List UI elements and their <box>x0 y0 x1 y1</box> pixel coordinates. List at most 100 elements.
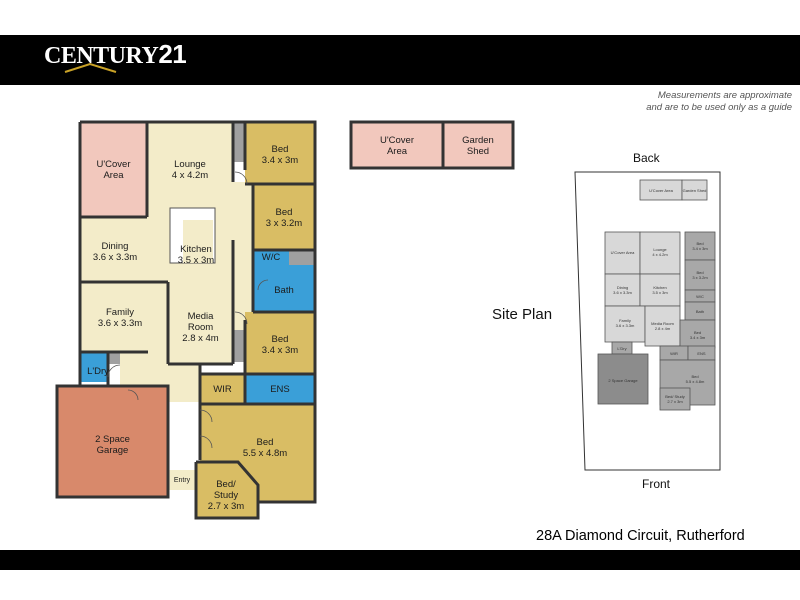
mini-media: Media Room 2.8 x 4m <box>645 318 680 334</box>
room-name: Study <box>213 489 239 501</box>
mini-bed1: Bed 3.4 x 3m <box>685 239 715 253</box>
room-name: U'Cover <box>96 159 131 170</box>
site-plan-back: Back <box>633 151 660 165</box>
kitchen-label: Kitchen 3.5 x 3m <box>165 235 227 275</box>
walls <box>55 120 317 520</box>
shed-label: Garden Shed <box>443 128 513 164</box>
mini-dims: 2.8 x 4m <box>654 326 671 331</box>
room-name: Bed <box>271 334 289 345</box>
room-name: Shed <box>466 146 490 157</box>
mini-name: Bed <box>696 241 704 246</box>
mini-dims: 3.4 x 3m <box>692 246 708 251</box>
room-name: Dining <box>101 241 129 252</box>
mini-name: Family <box>619 318 631 323</box>
bath-label: Bath <box>253 275 315 305</box>
logo-number: 21 <box>158 39 187 69</box>
bed3-label: Bed 3.4 x 3m <box>245 325 315 365</box>
mini-dims: 4 x 4.2m <box>652 252 668 257</box>
mini-lounge: Lounge 4 x 4.2m <box>640 245 680 259</box>
room-name: W/C <box>261 252 281 263</box>
doors <box>107 171 269 449</box>
room-name: Kitchen <box>180 244 212 255</box>
room-dims: 5.5 x 4.8m <box>242 447 288 459</box>
study-label: Bed/ Study 2.7 x 3m <box>196 475 256 515</box>
ldry-room <box>80 352 108 382</box>
mini-name: Media Room <box>651 321 674 326</box>
mini-name: Bed <box>696 270 704 275</box>
room-name: Media <box>187 311 214 322</box>
mini-ldry: L'Dry <box>617 345 627 351</box>
wc-room <box>253 250 289 265</box>
room-name: Bed <box>275 207 293 218</box>
property-address: 28A Diamond Circuit, Rutherford <box>536 528 745 544</box>
mini-ucover-in: U'Cover Area <box>610 249 635 255</box>
room-name: Garden <box>462 135 494 146</box>
room-name: Garage <box>96 445 129 456</box>
room-name: Family <box>106 307 134 318</box>
mini-dims: 3.5 x 3m <box>652 290 668 295</box>
room-name: Bed <box>271 144 289 155</box>
mini-kitchen: Kitchen 3.5 x 3m <box>640 283 680 297</box>
mini-dims: 3 x 3.2m <box>692 275 708 280</box>
disclaimer-line-2: and are to be used only as a guide <box>646 102 792 113</box>
service-strip-2 <box>233 330 245 362</box>
master-label: Bed 5.5 x 4.8m <box>215 430 315 465</box>
lounge-room <box>147 122 233 217</box>
room-dims: 3.4 x 3m <box>261 155 299 166</box>
century21-logo: CENTURY21 <box>44 39 187 70</box>
mini-family: Family 3.6 x 3.3m <box>605 316 645 330</box>
dining-label: Dining 3.6 x 3.3m <box>80 232 150 272</box>
mini-name: Kitchen <box>653 285 667 290</box>
room-name: Bed <box>256 436 274 448</box>
room-name: Bath <box>274 284 294 296</box>
room-dims: 4 x 4.2m <box>171 170 209 181</box>
mini-bath: Bath <box>695 308 705 314</box>
logo-text: CENTURY <box>44 43 159 69</box>
mini-dims: 3.4 x 3m <box>689 335 706 340</box>
disclaimer: Measurements are approximate and are to … <box>592 90 792 114</box>
room-dims: 3.6 x 3.3m <box>92 252 138 263</box>
mini-wir: WIR <box>670 350 678 356</box>
room-name: 2 Space <box>95 434 130 445</box>
room-dims: 3 x 3.2m <box>265 218 303 229</box>
family-label: Family 3.6 x 3.3m <box>80 298 160 338</box>
room-dims: 3.5 x 3m <box>177 255 215 266</box>
room-name: L'Dry <box>87 365 109 377</box>
entry-label: Entry <box>168 474 196 488</box>
room-dims: 2.8 x 4m <box>182 333 219 344</box>
wc-label: W/C <box>253 250 289 265</box>
garage-label: 2 Space Garage <box>57 425 168 465</box>
bed1-label: Bed 3.4 x 3m <box>245 135 315 175</box>
room-name: WIR <box>213 383 232 395</box>
ucover-label: U'Cover Area <box>80 150 147 190</box>
mini-name: Bed/ Study <box>665 394 685 399</box>
bed2-label: Bed 3 x 3.2m <box>253 198 315 238</box>
kitchen-island-inner <box>183 220 213 263</box>
room-name: Lounge <box>174 159 206 170</box>
mini-master: Bed 5.5 x 4.8m <box>675 372 715 386</box>
footer-bar <box>0 550 800 570</box>
room-name: ENS <box>270 383 290 395</box>
header-bar <box>0 35 800 85</box>
ucover-room <box>80 122 147 217</box>
service-strip-3 <box>289 250 315 265</box>
ens-room <box>245 374 315 404</box>
mini-name: Dining <box>616 285 629 290</box>
mini-ens: ENS <box>697 350 706 356</box>
room-name: Room <box>187 322 214 333</box>
room-name: Entry <box>173 477 191 484</box>
ucover-out-label: U'Cover Area <box>351 128 443 164</box>
entry-room <box>168 470 196 490</box>
lounge-label: Lounge 4 x 4.2m <box>147 150 233 190</box>
service-strip-1 <box>233 122 245 162</box>
mini-dims: 3.6 x 3.3m <box>615 323 635 328</box>
room-name: Area <box>103 170 124 181</box>
mini-garage: 2 Space Garage <box>608 377 638 383</box>
mini-dims: 5.5 x 4.8m <box>685 379 705 384</box>
mini-name: Bed <box>691 374 699 379</box>
bed1-room <box>245 122 315 184</box>
dining-room <box>80 217 168 282</box>
